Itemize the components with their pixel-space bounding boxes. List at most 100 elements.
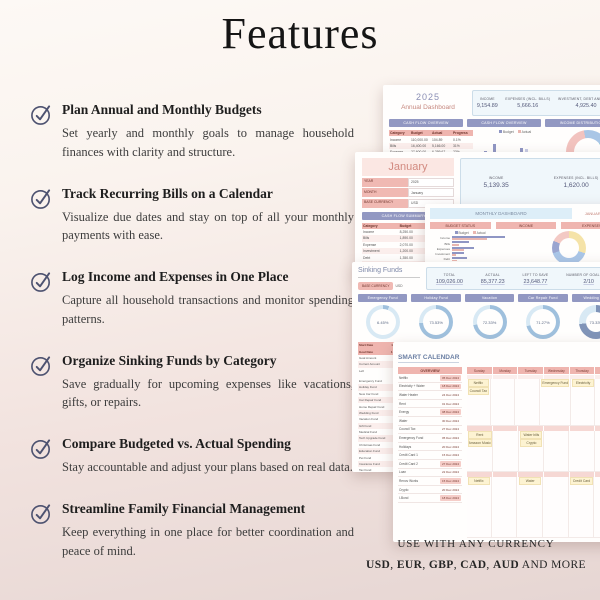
fund-donut-wrap: 71.27% (518, 302, 567, 342)
monthly-header: MONTHLY DASHBOARD JANUARY 2025 (430, 208, 600, 219)
week-band-cell (595, 471, 600, 477)
stat-value: 23,648.77 (523, 278, 548, 285)
day-cell (492, 476, 518, 537)
calendar-event[interactable]: Rent (467, 431, 492, 439)
week-band-cell (544, 471, 569, 477)
feature-desc: Stay accountable and adjust your plans b… (62, 460, 353, 474)
hbar-label: Debt (443, 257, 450, 262)
calendar-event[interactable]: Water bills (520, 431, 543, 439)
donut-hole: 71.27% (529, 309, 556, 335)
stat-value: 1,620.00 (563, 182, 589, 190)
bar (493, 144, 496, 158)
hbar-row: Investment (430, 252, 510, 257)
hbar-actual (451, 238, 487, 241)
stat-value: 5,139.35 (483, 182, 509, 190)
section-header-bar: CASH FLOW OVERVIEW (467, 119, 541, 127)
calendar-event[interactable]: Amazon Music (467, 439, 492, 447)
feature-title: Organize Sinking Funds by Category (62, 352, 277, 368)
week-band-cell (518, 425, 544, 431)
check-circle-icon (30, 269, 62, 329)
calendar-event[interactable]: Emergency Fund (541, 379, 570, 387)
table-header-cell: Actual (432, 131, 443, 136)
overview-name: Energy (399, 410, 410, 415)
hbar-budget (451, 241, 470, 244)
table-cell: 1,890.00 (399, 236, 413, 241)
monthly-period: JANUARY 2025 (584, 211, 600, 216)
feature-desc: Keep everything in one place for better … (62, 524, 354, 558)
hbar-track (451, 241, 511, 246)
field-value[interactable]: January (408, 188, 454, 197)
section-header-bar: CASH FLOW OVERVIEW (389, 119, 463, 127)
check-circle-icon (30, 353, 62, 413)
table-cell: 1,350.00 (399, 255, 413, 260)
calendar-event[interactable]: Water (518, 477, 542, 485)
legend-swatch (454, 231, 458, 234)
legend-swatch (498, 130, 502, 133)
calendar-event[interactable]: Council Tax (467, 387, 489, 395)
stat-item: INVESTMENT, DEBT AND MORE4,925.40 (555, 95, 600, 111)
monthly-title-bar: MONTHLY DASHBOARD (430, 208, 572, 219)
overview-name: Electricity + Water (399, 384, 425, 389)
hbar-actual (451, 254, 457, 257)
stat-value: 9,154.89 (476, 103, 498, 109)
overview-date-chip: 30 Dec 2024 (441, 418, 459, 423)
week-band-cell (569, 425, 595, 431)
calendar-event[interactable]: Crypto (520, 439, 543, 447)
week-band-cell (518, 471, 544, 477)
donut-hole (559, 238, 579, 258)
base-currency-value[interactable]: USD (395, 284, 403, 288)
day-header: Sunday (467, 367, 492, 374)
fund-donut-wrap: 73.53% (411, 302, 460, 342)
fund-table-label: Left (359, 368, 365, 373)
day-cell (491, 378, 516, 425)
calendar-event[interactable]: Netflix (467, 379, 489, 387)
hbar-actual (451, 259, 458, 262)
calendar-event[interactable]: Netflix (467, 477, 491, 485)
table-cell: Income (390, 137, 402, 142)
hbar-label: Income (440, 236, 450, 241)
week-area: Netflix Water Credit Card (467, 476, 600, 538)
table-header-cell: Category (363, 223, 378, 228)
calendar-event[interactable]: Credit Card (570, 477, 593, 485)
fund-name-bar: Emergency Fund (358, 294, 408, 302)
overview-header: OVERVIEW (398, 367, 462, 374)
calendar-event[interactable]: Electricity (572, 379, 594, 387)
field-label: YEAR (362, 177, 408, 187)
table-header-cell: Budget (411, 131, 423, 136)
field-value[interactable]: 2025 (408, 177, 454, 187)
legend-swatch (472, 231, 476, 234)
date-cell (544, 374, 569, 379)
table-header-cell: Budget (399, 223, 412, 228)
fund-list-name: Holiday Fund (359, 385, 377, 390)
base-currency-button[interactable]: BASE CURRENCY (358, 282, 394, 290)
stat-label: INVESTMENT, DEBT AND MORE (557, 97, 600, 101)
donut-hole: 72.33% (476, 309, 503, 335)
table-cell: Bills (363, 236, 370, 241)
table-cell: Debt (363, 255, 371, 260)
day-cell (595, 430, 600, 471)
overview-name: Crypto (399, 487, 409, 492)
date-cell (467, 374, 492, 379)
stat-value: 5,666.16 (517, 103, 539, 109)
fund-list-name: Wedding Fund (359, 410, 379, 415)
section-header-bar: INCOME DISTRIBUTION (545, 119, 600, 127)
donut-chart: 71.27% (525, 305, 560, 339)
